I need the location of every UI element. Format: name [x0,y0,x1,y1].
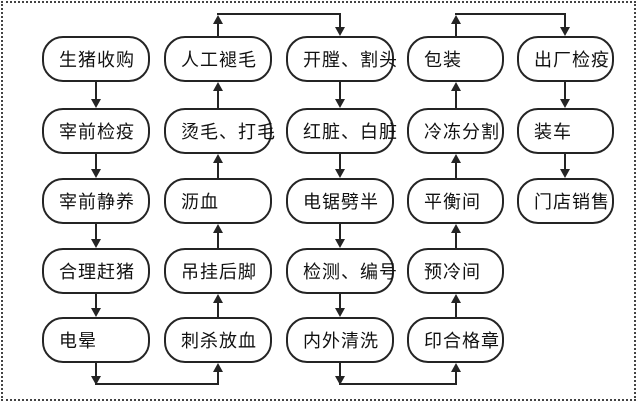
flow-node-scalding-dehairing: 烫毛、打毛 [164,108,275,154]
arrow-driving-to-stunning [91,294,101,317]
arrow-splitting-to-inspection [335,224,345,248]
arrow-precooling-to-equilibrium [451,224,461,248]
arrow-sticking-to-hanging [213,294,223,317]
connector-rise-segment [213,15,223,36]
arrow-equilibrium-to-cutting [451,154,461,178]
arrow-inspection-to-washing [335,294,345,317]
connector-drop-segment [560,15,570,36]
arrow-quarantine-to-rest [91,154,101,178]
flow-node-pre-slaughter-quarantine: 宰前检疫 [42,108,150,154]
flow-node-equilibrium-room: 平衡间 [407,178,504,224]
flow-node-sticking-bleeding: 刺杀放血 [164,317,272,363]
flow-node-electric-stunning: 电晕 [42,317,150,363]
arrow-rest-to-driving [91,224,101,248]
flow-node-evisceration-head-cutting: 开膛、割头 [286,36,397,82]
flow-node-factory-exit-quarantine: 出厂检疫 [517,36,614,82]
flow-node-qualified-stamp: 印合格章 [407,317,504,363]
flow-node-frozen-cutting: 冷冻分割 [407,108,504,154]
flow-node-pre-cooling-room: 预冷间 [407,248,504,294]
connector-drop-segment [91,363,101,385]
arrow-offal-to-splitting [335,154,345,178]
flow-node-store-sales: 门店销售 [517,178,614,224]
connector-horizontal-segment [339,383,457,385]
arrow-evisceration-to-offal [335,82,345,108]
flow-node-internal-external-washing: 内外清洗 [286,317,394,363]
arrow-purchase-to-quarantine [91,82,101,108]
flow-node-pre-slaughter-rest: 宰前静养 [42,178,150,224]
connector-drop-segment [335,363,345,385]
arrow-draining-to-scalding [213,154,223,178]
connector-horizontal-segment [455,13,566,15]
arrow-loading-to-store-sales [560,154,570,178]
arrow-cutting-to-packaging [451,82,461,108]
flow-node-electric-saw-splitting: 电锯劈半 [286,178,394,224]
flow-node-inspection-numbering: 检测、编号 [286,248,397,294]
arrow-scalding-to-manual-dehairing [213,82,223,108]
flow-node-manual-dehairing: 人工褪毛 [164,36,272,82]
flow-node-blood-draining: 沥血 [164,178,272,224]
flow-node-hind-leg-hanging: 吊挂后脚 [164,248,272,294]
flow-node-truck-loading: 装车 [517,108,614,154]
arrow-exit-quarantine-to-loading [560,82,570,108]
connector-horizontal-segment [95,383,219,385]
connector-rise-segment [451,363,461,385]
flow-node-packaging: 包装 [407,36,504,82]
arrow-hanging-to-draining [213,224,223,248]
flow-node-live-pig-purchase: 生猪收购 [42,36,150,82]
flow-node-proper-pig-driving: 合理赶猪 [42,248,150,294]
arrow-stamp-to-precooling [451,294,461,317]
connector-rise-segment [451,15,461,36]
connector-horizontal-segment [217,13,341,15]
connector-drop-segment [335,15,345,36]
flow-node-red-white-offal: 红脏、白脏 [286,108,397,154]
connector-rise-segment [213,363,223,385]
